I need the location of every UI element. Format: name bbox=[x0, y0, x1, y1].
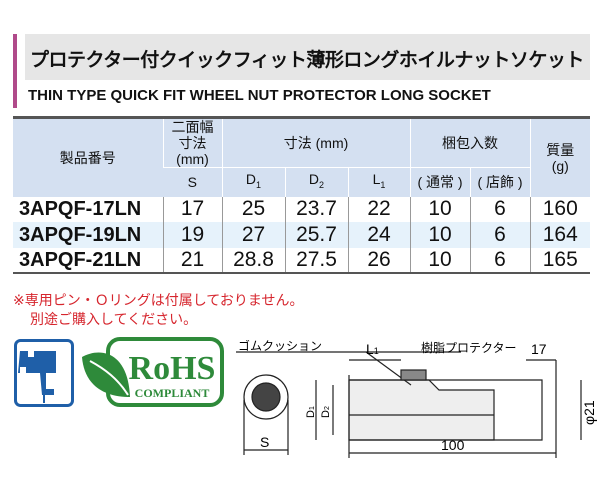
value-cell: 17 bbox=[162, 196, 222, 222]
header-mass: 質量(g) bbox=[529, 116, 591, 197]
value-cell: 27 bbox=[221, 222, 285, 248]
rohs-text: RoHS bbox=[129, 350, 216, 387]
label-L1: L1 bbox=[366, 341, 379, 357]
value-cell: 10 bbox=[409, 222, 471, 248]
product-code-cell: 3APQF-17LN bbox=[19, 198, 142, 221]
value-cell: 26 bbox=[347, 247, 411, 274]
value-cell: 165 bbox=[529, 247, 591, 274]
label-dia21: φ21 bbox=[581, 400, 597, 425]
header-across-flats: 二面幅寸法(mm) bbox=[162, 116, 222, 168]
value-cell: 21 bbox=[162, 247, 222, 274]
compliant-text: COMPLIANT bbox=[135, 386, 210, 400]
value-cell: 28.8 bbox=[221, 247, 285, 274]
value-cell: 6 bbox=[469, 222, 531, 248]
value-cell: 24 bbox=[347, 222, 411, 248]
value-cell: 22 bbox=[347, 196, 411, 222]
page-subtitle: THIN TYPE QUICK FIT WHEEL NUT PROTECTOR … bbox=[28, 87, 491, 104]
title-bar bbox=[25, 34, 590, 80]
socket-diagram: ゴムクッション L1 樹脂プロテクター 17 φ21 D1 D2 S 100 bbox=[236, 340, 597, 458]
product-code-cell: 3APQF-21LN bbox=[13, 247, 163, 274]
label-D2: D2 bbox=[320, 406, 332, 418]
impact-wrench-icon bbox=[14, 339, 74, 407]
sub-L1: L1 bbox=[347, 167, 411, 197]
page-title: プロテクター付クイックフィット薄形ロングホイルナットソケット bbox=[30, 49, 584, 71]
value-cell: 19 bbox=[162, 222, 222, 248]
sub-store: ( 店飾 ) bbox=[469, 167, 531, 197]
label-D1: D1 bbox=[305, 406, 317, 418]
note-line-1: ※専用ピン・Ｏリングは付属しておりません。 bbox=[13, 293, 304, 309]
rohs-compliant-badge: RoHS COMPLIANT bbox=[82, 337, 224, 407]
value-cell: 25 bbox=[221, 196, 285, 222]
sub-D2: D2 bbox=[284, 167, 348, 197]
value-cell: 27.5 bbox=[284, 247, 348, 274]
product-code-cell: 3APQF-19LN bbox=[13, 222, 163, 248]
label-100: 100 bbox=[441, 437, 465, 453]
note-line-2: 別途ご購入してください。 bbox=[30, 312, 198, 328]
value-cell: 164 bbox=[529, 222, 591, 248]
label-17: 17 bbox=[531, 341, 547, 357]
value-cell: 6 bbox=[469, 247, 531, 274]
value-cell: 23.7 bbox=[284, 196, 348, 222]
label-S: S bbox=[260, 434, 269, 450]
header-product: 製品番号 bbox=[13, 116, 163, 197]
label-rubber-cushion: ゴムクッション bbox=[238, 340, 322, 353]
value-cell: 10 bbox=[409, 196, 471, 222]
label-protector: 樹脂プロテクター bbox=[421, 340, 517, 355]
sub-S: S bbox=[163, 167, 222, 197]
value-cell: 160 bbox=[529, 196, 591, 222]
value-cell: 10 bbox=[409, 247, 471, 274]
sub-D1: D1 bbox=[221, 167, 285, 197]
header-pack: 梱包入数 bbox=[409, 116, 531, 168]
spec-table: 製品番号 二面幅寸法(mm) 寸法 (mm) 梱包入数 質量(g) S D1 D… bbox=[13, 116, 591, 274]
value-cell: 6 bbox=[469, 196, 531, 222]
sub-normal: ( 通常 ) bbox=[409, 167, 471, 197]
value-cell: 25.7 bbox=[284, 222, 348, 248]
header-dims: 寸法 (mm) bbox=[221, 116, 411, 168]
title-accent-bar bbox=[13, 34, 17, 108]
